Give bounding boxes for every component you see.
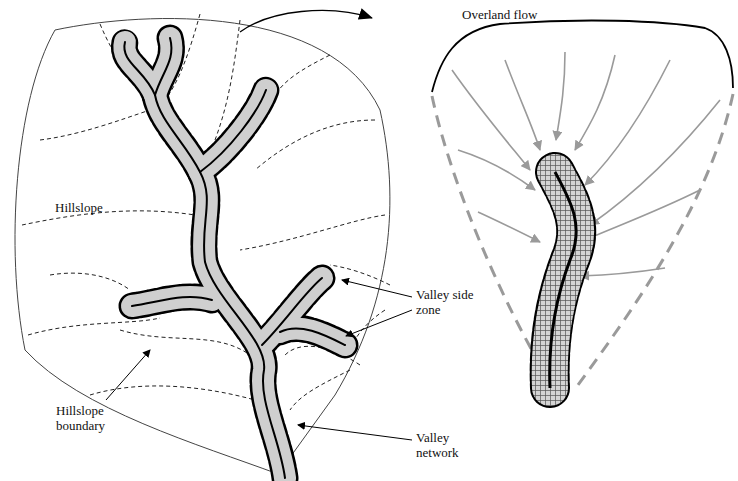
region-label: Hillslope <box>55 200 145 215</box>
callout-label: Valley network <box>416 430 476 460</box>
callout-label: Hillslope boundary <box>56 403 126 433</box>
callout-label: Valley side zone <box>416 287 496 317</box>
region-label: Overland flow <box>462 7 582 22</box>
